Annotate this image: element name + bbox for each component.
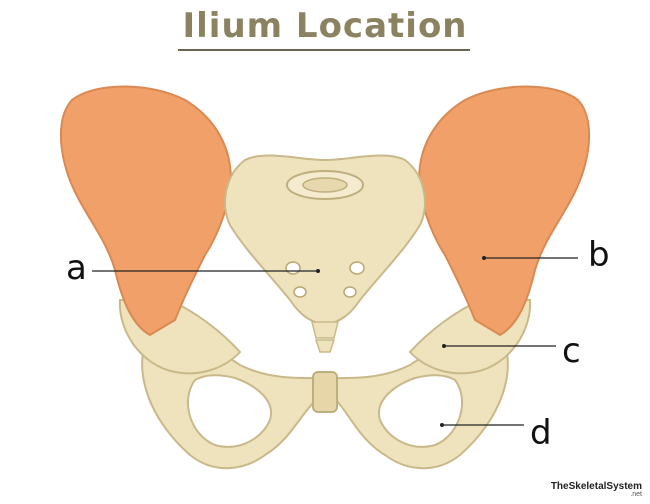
credit-sub: .net — [630, 491, 642, 498]
credit-main: TheSkeletalSystem — [550, 481, 642, 492]
page-title: Ilium Location — [182, 6, 468, 46]
leader-dot-b — [482, 256, 486, 260]
right-ilium — [418, 85, 590, 337]
label-b: b — [588, 235, 610, 275]
pubis-ischium — [141, 328, 509, 470]
title-underline — [178, 49, 470, 51]
left-ilium — [60, 85, 232, 337]
leader-dot-c — [442, 344, 446, 348]
leader-dot-a — [316, 269, 320, 273]
label-c: c — [562, 331, 581, 371]
label-d: d — [530, 413, 552, 453]
leader-dot-d — [440, 423, 444, 427]
sacrum — [224, 154, 426, 353]
credit-watermark: TheSkeletalSystem .net — [551, 481, 642, 498]
label-a: a — [66, 248, 87, 288]
